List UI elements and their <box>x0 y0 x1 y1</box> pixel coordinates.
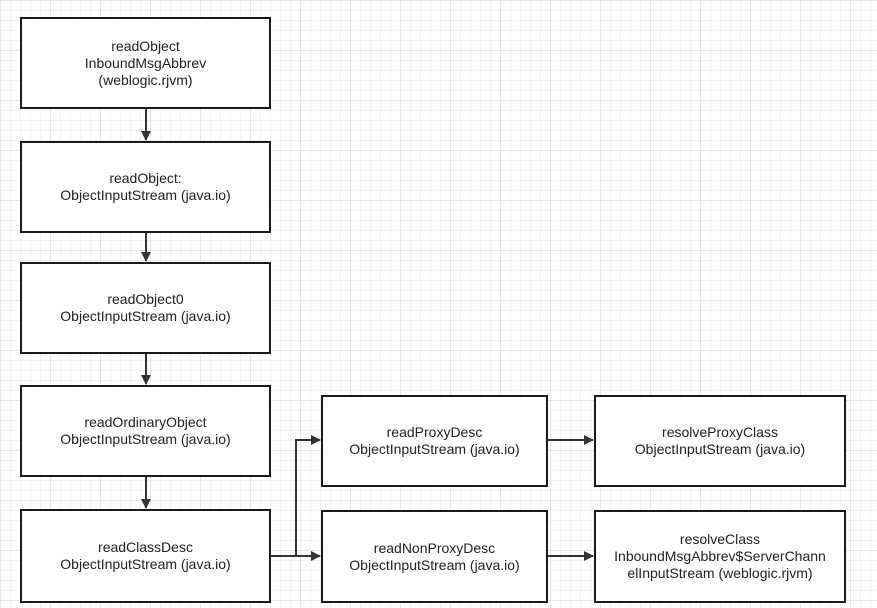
node-read-object-ois: readObject: ObjectInputStream (java.io) <box>20 141 271 233</box>
node-label-line: readObject0 <box>107 291 184 307</box>
node-label-line: readNonProxyDesc <box>373 539 496 556</box>
edge-n5-n6 <box>271 435 321 557</box>
node-label-line: ObjectInputStream (java.io) <box>60 431 231 447</box>
node-label-line: readClassDesc <box>98 539 193 555</box>
node-label-line: ObjectInputStream (java.io) <box>60 187 231 203</box>
node-label-line: elInputStream (weblogic.rjvm) <box>627 565 813 581</box>
node-label-line: resolveProxyClass <box>662 424 778 440</box>
node-label-line: readProxyDesc <box>386 424 483 440</box>
node-label-line: readOrdinaryObject <box>84 414 207 430</box>
node-label-line: ObjectInputStream (java.io) <box>349 556 520 573</box>
node-read-object-inbound: readObject InboundMsgAbbrev (weblogic.rj… <box>20 17 271 109</box>
node-label-line: ObjectInputStream (java.io) <box>634 441 806 457</box>
node-label-line: readObject: <box>109 170 182 186</box>
node-read-class-desc: readClassDesc ObjectInputStream (java.io… <box>20 509 271 603</box>
node-label-line: resolveClass <box>679 531 761 547</box>
node-label-line: InboundMsgAbbrev$ServerChann <box>614 548 826 564</box>
node-read-non-proxy-desc: readNonProxyDesc ObjectInputStream (java… <box>321 510 548 603</box>
node-label-line: ObjectInputStream (java.io) <box>60 556 231 572</box>
node-read-ordinary-object: readOrdinaryObject ObjectInputStream (ja… <box>20 385 271 477</box>
node-resolve-proxy-class: resolveProxyClass ObjectInputStream (jav… <box>594 395 846 487</box>
node-label-line: (weblogic.rjvm) <box>98 71 193 88</box>
node-label-line: readObject <box>111 37 180 54</box>
node-read-proxy-desc: readProxyDesc ObjectInputStream (java.io… <box>321 395 548 487</box>
node-label-line: ObjectInputStream (java.io) <box>349 441 520 457</box>
node-label-line: ObjectInputStream (java.io) <box>60 308 231 324</box>
node-label-line: InboundMsgAbbrev <box>84 54 207 71</box>
node-read-object0: readObject0 ObjectInputStream (java.io) <box>20 262 271 354</box>
node-resolve-class: resolveClass InboundMsgAbbrev$ServerChan… <box>594 510 846 603</box>
